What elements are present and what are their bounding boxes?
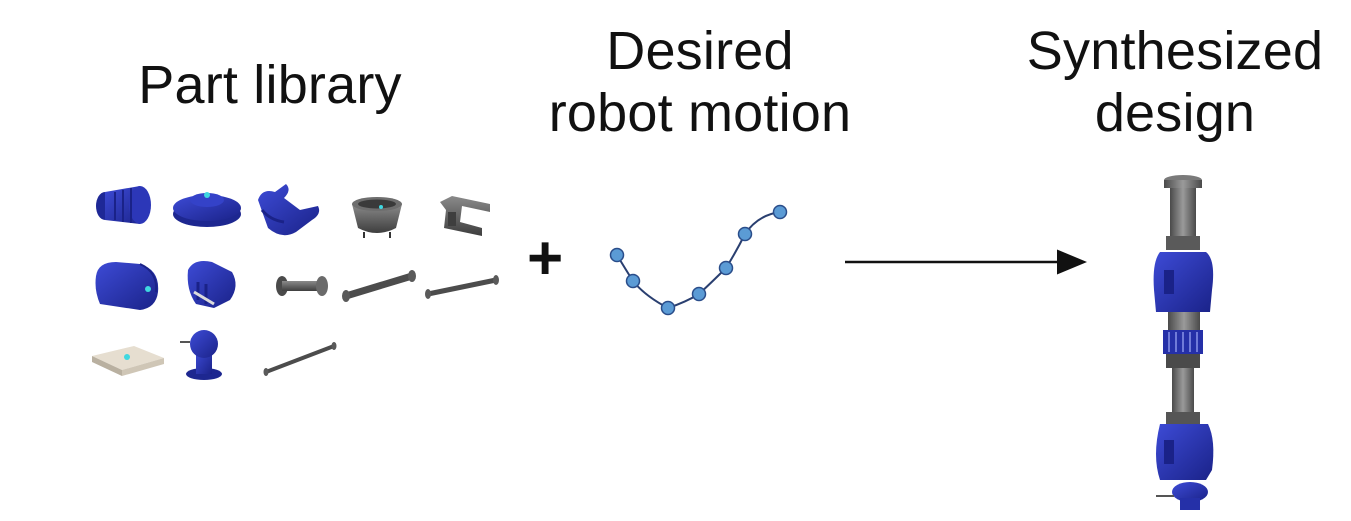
part-library	[92, 184, 499, 380]
synthesized-design-heading-line1: Synthesized	[1026, 21, 1324, 81]
motion-waypoint	[718, 260, 734, 276]
part-base-plate	[92, 346, 164, 376]
part-turntable-disk	[173, 192, 241, 227]
desired-motion-heading-line1: Desired	[606, 21, 794, 81]
synthesized-design-heading-line2: design	[1094, 83, 1256, 143]
motion-trajectory	[609, 204, 788, 316]
part-pan-tilt-head	[180, 330, 222, 380]
part-long-link	[425, 275, 499, 299]
motion-waypoint	[737, 226, 753, 242]
plus-operator: +	[527, 224, 564, 293]
joint-marker	[204, 192, 210, 198]
motion-waypoint	[772, 204, 788, 220]
part-servo-barrel	[96, 186, 151, 224]
synthesized-design-heading: Synthesized design	[990, 20, 1351, 144]
synthesized-robot	[1153, 175, 1214, 510]
motion-waypoint	[625, 273, 641, 289]
part-gray-bowl-base	[352, 197, 402, 238]
motion-waypoints	[609, 204, 788, 316]
part-medium-link	[342, 270, 416, 302]
part-gripper-claw	[258, 184, 320, 236]
desired-motion-heading-line2: robot motion	[548, 83, 852, 143]
motion-waypoint	[660, 300, 676, 316]
part-gray-bracket	[440, 196, 490, 236]
part-bracket-joint	[187, 261, 236, 308]
motion-waypoint	[609, 247, 625, 263]
motion-waypoint	[691, 286, 707, 302]
part-thin-link	[263, 342, 337, 376]
part-short-link	[276, 276, 328, 296]
part-servo-housing	[95, 262, 159, 310]
part-library-heading: Part library	[138, 55, 402, 115]
desired-motion-heading: Desired robot motion	[500, 20, 900, 144]
